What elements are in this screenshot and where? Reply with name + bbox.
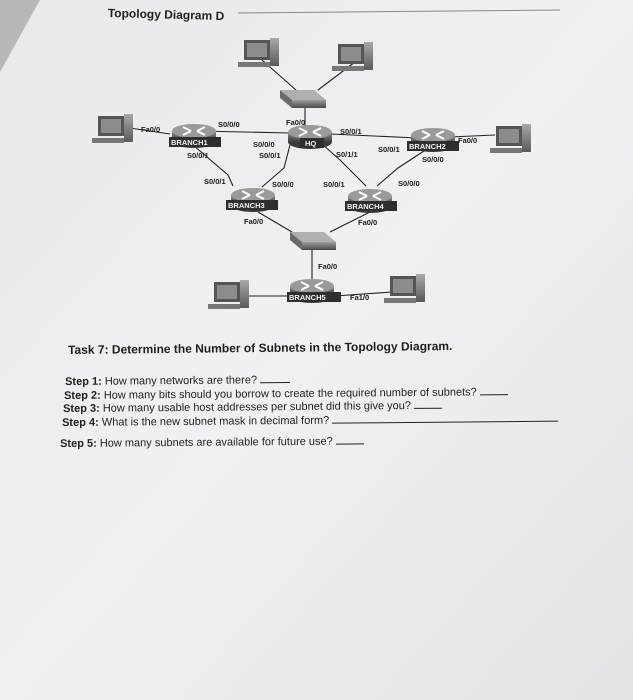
branch5-fa0-label: Fa0/0 <box>318 262 337 271</box>
step-label: Step 5: <box>60 437 97 450</box>
pc-icon <box>332 42 373 71</box>
hq-s0-label: S0/0/0 <box>253 140 275 149</box>
step-text: How many networks are there? <box>104 374 258 388</box>
step-5: Step 5: How many subnets are available f… <box>60 434 364 450</box>
hq-label: HQ <box>305 139 316 148</box>
branch3-fa-label: Fa0/0 <box>244 217 263 226</box>
branch2-s0b-label: S0/0/0 <box>398 179 420 188</box>
branch1-fa-label: Fa0/0 <box>141 125 160 134</box>
switch-icon <box>280 90 326 108</box>
step-1: Step 1: How many networks are there? <box>65 373 291 388</box>
step-label: Step 1: <box>65 375 102 388</box>
step-text: What is the new subnet mask in decimal f… <box>101 414 330 429</box>
branch1-label: BRANCH1 <box>171 138 208 147</box>
step-label: Step 2: <box>64 389 101 402</box>
pc-icon <box>490 124 531 153</box>
hq-s1-label: S0/0/1 <box>340 127 362 136</box>
branch4-label: BRANCH4 <box>347 202 384 211</box>
switch-icon <box>290 232 336 250</box>
answer-blank[interactable] <box>332 411 559 424</box>
step-label: Step 3: <box>63 402 100 415</box>
pc-icon <box>208 280 249 309</box>
branch3-s0-label: S0/0/0 <box>272 180 294 189</box>
step-label: Step 4: <box>62 416 99 429</box>
hq-fa-label: Fa0/0 <box>286 118 305 127</box>
branch5-fa1-label: Fa1/0 <box>350 293 369 302</box>
branch3-label: BRANCH3 <box>228 201 265 210</box>
answer-blank[interactable] <box>413 398 443 409</box>
branch1-s1-label: S0/0/1 <box>187 151 209 160</box>
branch2-s1-label: S0/0/1 <box>378 145 400 154</box>
branch2-s0-label: S0/0/0 <box>422 155 444 164</box>
branch1-s0-label: S0/0/0 <box>218 120 240 129</box>
hq-s11-label: S0/1/1 <box>336 150 358 159</box>
topology-diagram: BRANCH1 HQ BRANCH2 BRANCH3 BRANCH4 BRANC… <box>92 38 531 309</box>
step-text: How many subnets are available for futur… <box>99 435 333 450</box>
branch2-fa-label: Fa0/0 <box>458 136 477 145</box>
branch4-s1-label: S0/0/1 <box>323 180 345 189</box>
answer-blank[interactable] <box>479 385 508 396</box>
branch2-label: BRANCH2 <box>409 142 446 151</box>
branch5-label: BRANCH5 <box>289 293 326 302</box>
hq-s01-label: S0/0/1 <box>259 151 281 160</box>
topology-links <box>129 59 496 297</box>
pc-icon <box>384 274 425 303</box>
answer-blank[interactable] <box>335 434 364 445</box>
branch4-fa-label: Fa0/0 <box>358 218 377 227</box>
pc-icon <box>238 38 279 67</box>
answer-blank[interactable] <box>260 373 291 384</box>
pc-icon <box>92 114 133 143</box>
branch1-s1b-label: S0/0/1 <box>204 177 226 186</box>
